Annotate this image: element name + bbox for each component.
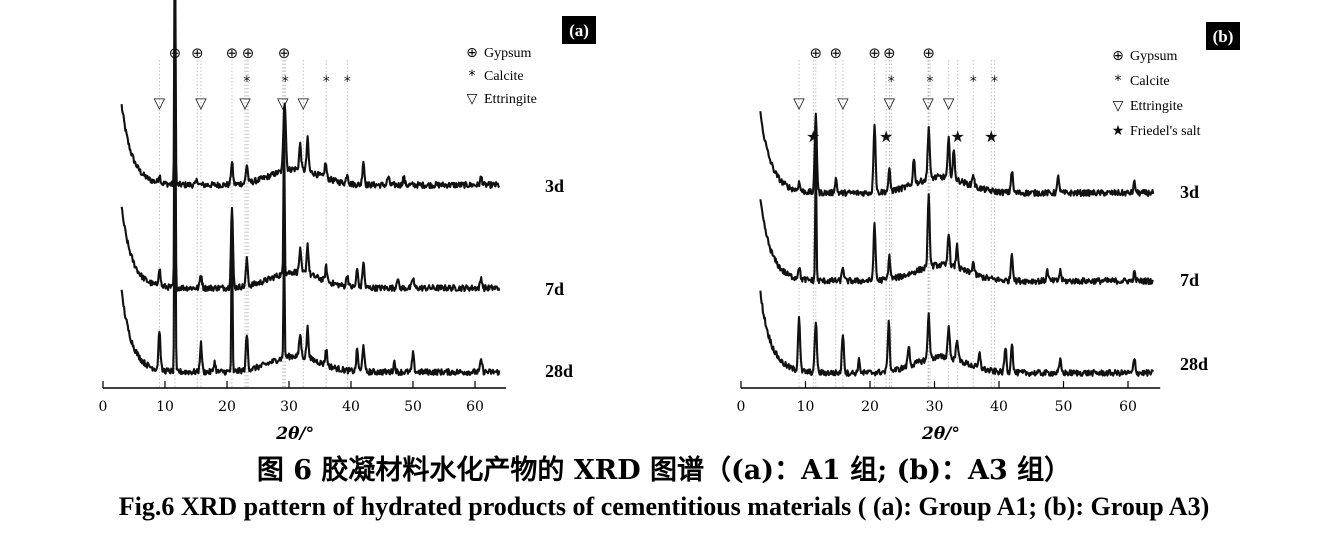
xrd-trace-3d bbox=[759, 111, 1155, 198]
friedels-salt-marker: ★ bbox=[879, 127, 893, 146]
x-tick-label: 0 bbox=[99, 399, 108, 415]
legend-label: Friedel's salt bbox=[1130, 124, 1201, 139]
caption-english: Fig.6 XRD pattern of hydrated products o… bbox=[118, 492, 1210, 521]
ettringite-marker: ▽ bbox=[922, 94, 934, 112]
x-tick-label: 50 bbox=[404, 399, 422, 415]
calcite-marker: * bbox=[991, 74, 998, 90]
series-label-7d: 7d bbox=[545, 279, 564, 299]
panel-label-box bbox=[562, 16, 596, 44]
x-tick-label: 30 bbox=[926, 399, 944, 415]
x-tick-label: 10 bbox=[797, 399, 815, 415]
x-tick-label: 60 bbox=[466, 399, 484, 415]
series-label-3d: 3d bbox=[545, 176, 564, 196]
friedels-salt-marker: ★ bbox=[806, 127, 820, 146]
legend-label: Gypsum bbox=[484, 46, 532, 61]
x-tick-label: 30 bbox=[280, 399, 298, 415]
ettringite-marker: ▽ bbox=[837, 94, 849, 112]
ettringite-marker: ▽ bbox=[884, 94, 896, 112]
friedels-salt-marker: ★ bbox=[951, 127, 965, 146]
gypsum-marker: ⊕ bbox=[810, 44, 823, 62]
ettringite-marker: ▽ bbox=[277, 94, 289, 112]
gypsum-marker: ⊕ bbox=[191, 44, 204, 62]
calcite-marker: * bbox=[243, 74, 250, 90]
gypsum-marker: ⊕ bbox=[169, 44, 182, 62]
calcite-marker: * bbox=[970, 74, 977, 90]
legend-symbol: ▽ bbox=[1113, 98, 1124, 114]
panel-label-box bbox=[1206, 22, 1240, 50]
x-tick-label: 40 bbox=[342, 399, 360, 415]
x-tick-label: 60 bbox=[1119, 399, 1137, 415]
calcite-marker: * bbox=[888, 74, 895, 90]
x-axis-label: 2θ/° bbox=[921, 424, 960, 440]
legend-symbol: ⊕ bbox=[466, 45, 478, 61]
gypsum-marker: ⊕ bbox=[922, 44, 935, 62]
x-tick-label: 20 bbox=[861, 399, 879, 415]
gypsum-marker: ⊕ bbox=[278, 44, 291, 62]
x-tick-label: 20 bbox=[218, 399, 236, 415]
ettringite-marker: ▽ bbox=[195, 94, 207, 112]
x-axis-label: 2θ/° bbox=[275, 424, 314, 440]
xrd-trace-28d bbox=[120, 21, 501, 377]
x-tick-label: 50 bbox=[1055, 399, 1073, 415]
gypsum-marker: ⊕ bbox=[242, 44, 255, 62]
x-tick-label: 40 bbox=[990, 399, 1008, 415]
caption-chinese: 图 6 胶凝材料水化产物的 XRD 图谱（(a)：A1 组; (b)：A3 组） bbox=[256, 455, 1072, 486]
gypsum-marker: ⊕ bbox=[868, 44, 881, 62]
panel-label: (b) bbox=[1213, 27, 1234, 46]
ettringite-marker: ▽ bbox=[154, 94, 166, 112]
gypsum-marker: ⊕ bbox=[883, 44, 896, 62]
gypsum-marker: ⊕ bbox=[226, 44, 239, 62]
calcite-marker: * bbox=[344, 74, 351, 90]
xrd-trace-3d bbox=[120, 0, 501, 190]
legend-label: Ettringite bbox=[1130, 99, 1183, 114]
calcite-marker: * bbox=[282, 74, 289, 90]
legend-symbol: ▽ bbox=[467, 91, 478, 107]
legend-symbol: ★ bbox=[1112, 123, 1125, 139]
ettringite-marker: ▽ bbox=[943, 94, 955, 112]
legend-symbol: ⊕ bbox=[1112, 48, 1124, 64]
xrd-trace-28d bbox=[759, 290, 1154, 377]
legend-symbol: * bbox=[469, 68, 476, 84]
xrd-trace-7d bbox=[759, 139, 1155, 286]
legend-label: Ettringite bbox=[484, 92, 537, 107]
series-label-3d: 3d bbox=[1180, 182, 1199, 202]
ettringite-marker: ▽ bbox=[239, 94, 251, 112]
friedels-salt-marker: ★ bbox=[984, 127, 998, 146]
legend-label: Gypsum bbox=[1130, 49, 1178, 64]
ettringite-marker: ▽ bbox=[793, 94, 805, 112]
legend-symbol: * bbox=[1115, 73, 1122, 89]
legend-label: Calcite bbox=[1130, 74, 1170, 89]
series-label-28d: 28d bbox=[1180, 354, 1208, 374]
calcite-marker: * bbox=[323, 74, 330, 90]
x-tick-label: 10 bbox=[156, 399, 174, 415]
gypsum-marker: ⊕ bbox=[830, 44, 843, 62]
xrd-trace-7d bbox=[120, 0, 501, 293]
x-tick-label: 0 bbox=[737, 399, 746, 415]
calcite-marker: * bbox=[926, 74, 933, 90]
panel-label: (a) bbox=[569, 21, 589, 40]
legend-label: Calcite bbox=[484, 69, 524, 84]
ettringite-marker: ▽ bbox=[297, 94, 309, 112]
series-label-7d: 7d bbox=[1180, 270, 1199, 290]
series-label-28d: 28d bbox=[545, 361, 573, 381]
